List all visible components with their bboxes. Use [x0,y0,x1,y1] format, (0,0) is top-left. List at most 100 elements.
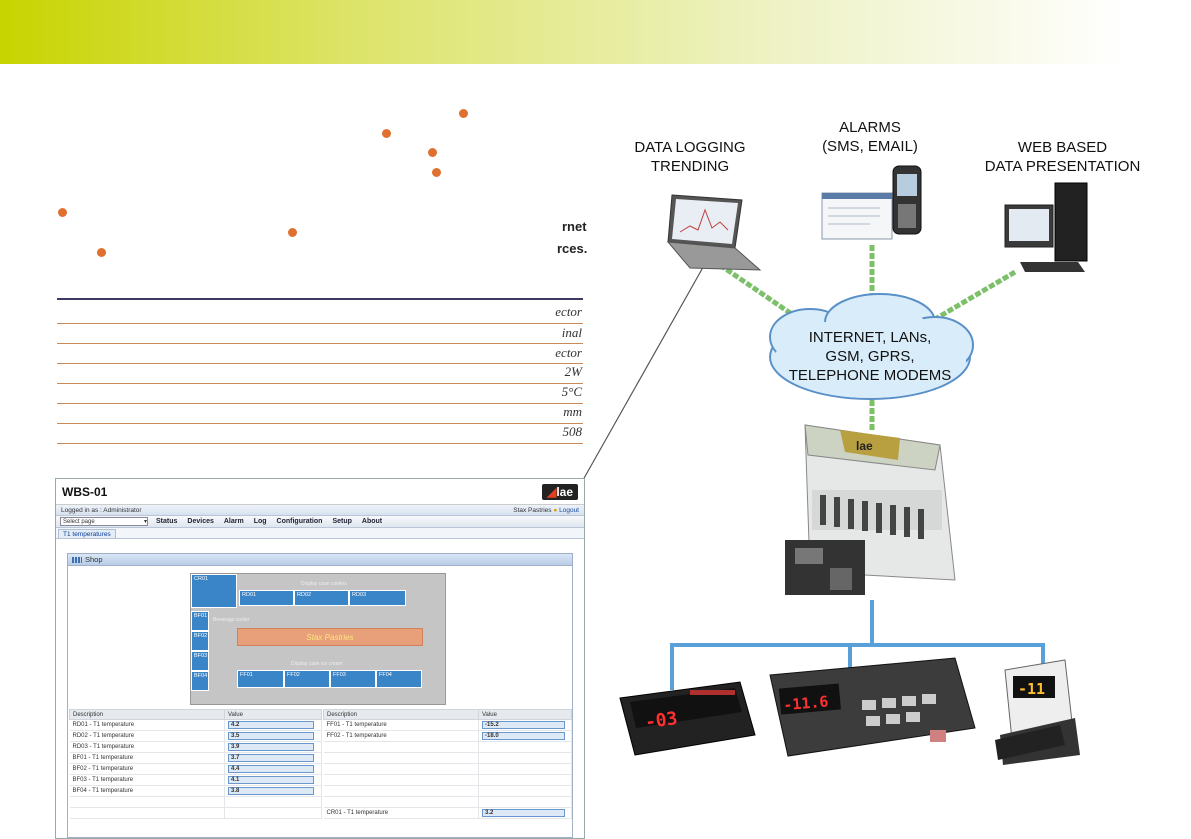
lae-logo-text: lae [556,484,573,499]
link-web [923,269,1017,328]
empty-cell [478,785,572,797]
table-row-empty [323,796,572,808]
map-cell-rd02[interactable]: RD02 [294,590,349,606]
menu-about[interactable]: About [361,518,383,525]
store-map: CR01 Display case coolers RD01 RD02 RD03… [190,573,446,705]
empty-cell [478,774,572,786]
empty-cell [69,807,225,819]
row-value-cell: -18.0 [478,730,572,742]
row-value: -18.0 [482,732,565,740]
chevron-down-icon: ▾ [143,519,147,525]
menu-configuration[interactable]: Configuration [276,518,323,525]
empty-cell [323,763,479,775]
table-row: FF01 - T1 temperature-15.2 [323,719,572,731]
map-cell-ff03[interactable]: FF03 [330,670,376,688]
table-row-empty [323,774,572,786]
row-value-cell: 3.8 [224,785,322,797]
row-description: FF01 - T1 temperature [323,719,479,731]
controller-2-icon [769,657,976,757]
column-header-description: Description [69,709,225,720]
column-header-value: Value [478,709,572,720]
spec-rule [57,363,583,364]
map-cell-ff04[interactable]: FF04 [376,670,422,688]
map-cell-bf02[interactable]: BF02 [191,631,209,651]
map-cell-bf03[interactable]: BF03 [191,651,209,671]
spec-value: ector [555,304,582,319]
spec-value: ector [555,345,582,360]
device-logo: lae [856,439,873,453]
row-value: 3.7 [228,754,315,762]
row-value-cell: 3.7 [224,752,322,764]
login-bar: Logged in as : Administrator Stax Pastri… [56,505,584,516]
shop-panel: Shop CR01 Display case coolers RD01 RD02… [67,553,573,838]
row-value: 4.1 [228,776,315,784]
menu-status[interactable]: Status [156,518,178,525]
bullet-dot [459,109,468,118]
table-row-empty [323,785,572,797]
map-label-beverage: Beverage cooler [213,617,250,623]
lae-logo: ◢lae [542,483,578,500]
logout-link[interactable]: Logout [559,506,579,514]
row-description: CR01 - T1 temperature [323,807,479,819]
select-page-dropdown[interactable]: Select page ▾ [60,517,148,526]
empty-cell [323,785,479,797]
row-description: RD01 - T1 temperature [69,719,225,731]
shop-panel-title: Shop [85,555,103,564]
menu-bar: Select page ▾ Status Devices Alarm Log C… [56,516,584,528]
spec-rule [57,443,583,444]
menu-alarm[interactable]: Alarm [223,518,244,525]
menu-setup[interactable]: Setup [332,518,352,525]
tab-t1-temperatures[interactable]: T1 temperatures [58,529,116,538]
map-cell-rd03[interactable]: RD03 [349,590,406,606]
map-cell-ff02[interactable]: FF02 [284,670,330,688]
map-label-display-coolers: Display case coolers [301,581,347,587]
row-description: RD03 - T1 temperature [69,741,225,753]
desktop-computer-icon [1004,182,1088,272]
row-value-cell: 3.9 [224,741,322,753]
empty-cell [224,796,322,808]
clipped-text-1: rnet [562,219,587,234]
callout-line [582,261,707,481]
phone-email-icon [821,165,922,240]
map-cell-cr01[interactable]: CR01 [191,574,237,608]
wbs-device-icon [785,424,956,595]
controller-3-display: -11 [1018,680,1045,698]
chart-icon [72,556,82,563]
map-shop-name: Stax Pastries [237,628,423,646]
select-page-value: Select page [63,518,95,525]
menu-log[interactable]: Log [253,518,267,525]
map-label-ice-cream: Display case ice cream [291,661,343,667]
bullet-dot [432,168,441,177]
column-header-value: Value [224,709,322,720]
spec-rule [57,383,583,384]
controller-1-icon [619,681,756,756]
map-cell-bf04[interactable]: BF04 [191,671,209,691]
bullet-dot [428,148,437,157]
table-row-empty [323,741,572,753]
app-title: WBS-01 [62,484,108,499]
empty-cell [478,763,572,775]
map-cell-ff01[interactable]: FF01 [237,670,284,688]
clipped-text-2: rces. [557,241,588,256]
label-web-based: WEB BASED DATA PRESENTATION [984,139,1141,175]
spec-table-top-rule [57,298,583,300]
row-description: RD02 - T1 temperature [69,730,225,742]
cloud-icon [769,293,974,400]
spec-rule [57,323,583,324]
spec-value: 508 [562,424,583,439]
map-cell-bf01[interactable]: BF01 [191,611,209,631]
row-value: 3.9 [228,743,315,751]
map-cell-rd01[interactable]: RD01 [239,590,294,606]
site-name: Stax Pastries [513,506,552,514]
spec-value: inal [561,325,582,340]
cloud-label: INTERNET, LANs, GSM, GPRS, TELEPHONE MOD… [788,329,952,384]
menu-devices[interactable]: Devices [187,518,214,525]
